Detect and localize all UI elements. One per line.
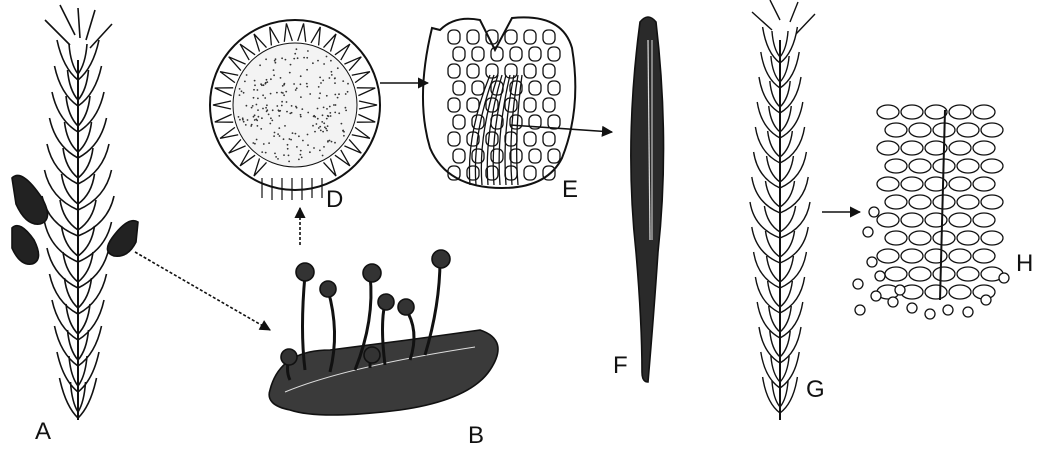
panel-h-conidial-tissue bbox=[853, 105, 1009, 319]
panel-d-stroma-section bbox=[210, 20, 380, 200]
label-b: B bbox=[468, 424, 484, 448]
panel-b-germinating-sclerotium bbox=[269, 250, 498, 415]
panel-f-ascus bbox=[631, 17, 664, 382]
sclerotium-left-2 bbox=[12, 226, 39, 264]
panel-g-infected-ear bbox=[750, 0, 815, 420]
arrow-a-to-b bbox=[135, 252, 270, 330]
sclerotium-right bbox=[107, 221, 138, 257]
panel-e-perithecium bbox=[423, 17, 575, 188]
label-a: A bbox=[35, 420, 51, 444]
label-f: F bbox=[613, 354, 628, 378]
panel-a-wheat-ear bbox=[12, 5, 138, 420]
sclerotium-left bbox=[12, 176, 48, 225]
label-h: H bbox=[1016, 252, 1033, 276]
label-d: D bbox=[326, 188, 343, 212]
arrow-e-to-f bbox=[510, 125, 612, 132]
label-g: G bbox=[806, 378, 825, 402]
label-e: E bbox=[562, 178, 578, 202]
